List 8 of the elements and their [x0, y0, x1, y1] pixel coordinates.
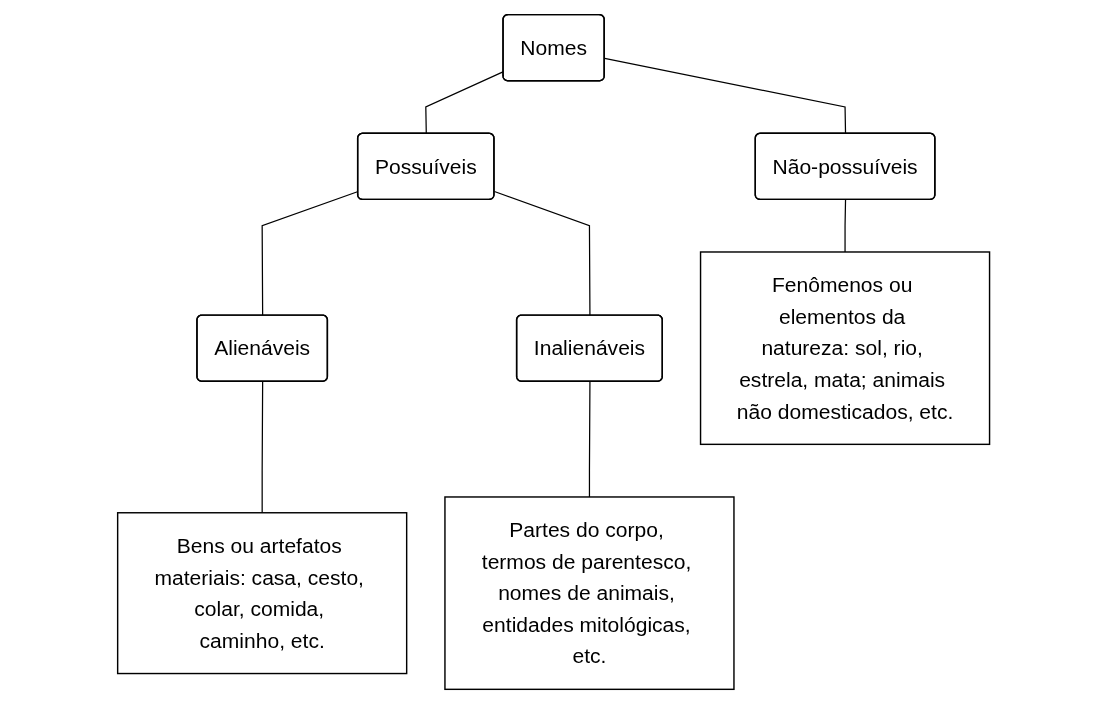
connector	[494, 190, 591, 317]
connector	[589, 381, 591, 498]
node-box: Fenômenos ou elementos da natureza: sol, rio, estrela, mata; animais não domesticados, etc.	[700, 251, 991, 446]
connector	[261, 381, 264, 514]
node-box: Bens ou artefatos materiais: casa, cesto, colar, comida, caminho, etc.	[117, 512, 408, 675]
connector	[844, 199, 847, 253]
node-box: Partes do corpo, termos de parentesco, nomes de animais, entidades mitológicas, etc.	[444, 496, 736, 691]
connector	[604, 57, 847, 135]
